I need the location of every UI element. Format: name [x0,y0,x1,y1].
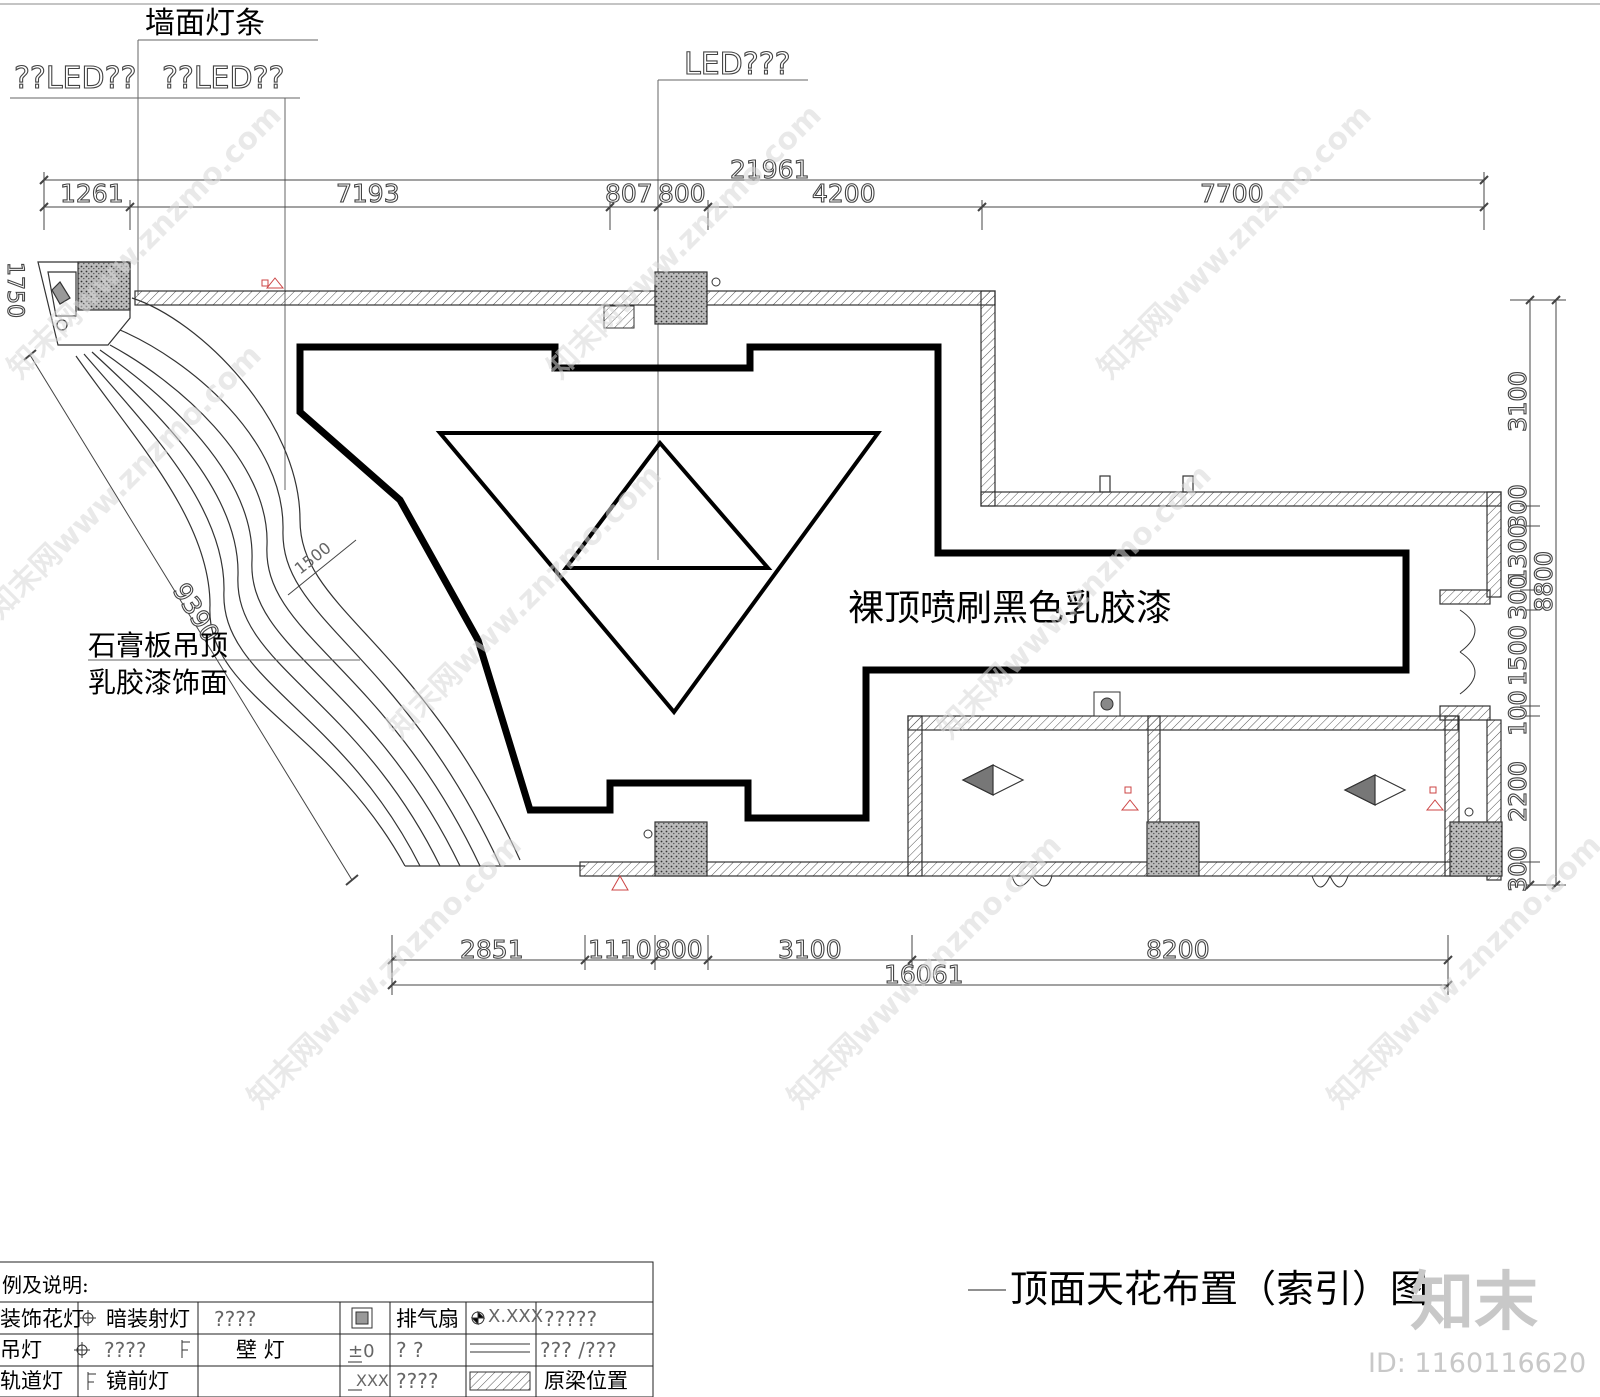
led-label-left: ??LED?? ??LED?? [10,60,300,490]
right-dim-6: 100 [1504,690,1532,736]
legend-r1-c6: ????? [544,1307,597,1331]
right-total-dimension: 8800 [1530,551,1558,612]
right-dim-1: 3100 [1504,371,1532,432]
legend-r2-c4: ±0 [348,1341,375,1362]
right-dim-3: 1300 [1504,523,1532,584]
svg-text:知末网www.znzmo.com: 知末网www.znzmo.com [0,338,269,626]
bottom-total-dimension: 16061 [884,960,964,989]
legend-r2-c3: 壁 灯 [236,1338,285,1362]
legend-r3-c4: XXX [356,1371,389,1390]
bottom-dimension-chain [387,935,1453,995]
legend-r3-c1: 轨道灯 [0,1369,63,1393]
wall-light-symbols [261,277,1445,891]
right-dim-8: 300 [1504,846,1532,892]
side-dimension-fragment: 1750 [2,262,27,318]
legend-r2-c6: ??? /??? [540,1338,617,1362]
ceiling-fixtures [961,764,1407,806]
right-dimension-chain [1510,295,1566,890]
legend-r1-c3: ???? [214,1307,256,1331]
bottom-dim-3: 800 [655,935,703,964]
bottom-dim-5: 8200 [1146,935,1210,964]
exposed-ceiling-outline [296,343,1410,822]
wall-strip-leader: 墙面灯条 [137,6,318,295]
wall-outline [134,290,1502,881]
right-dim-5: 1500 [1504,625,1532,686]
led-label-top: LED??? [657,46,808,560]
gypsum-label-line2: 乳胶漆饰面 [88,666,228,699]
top-dim-6: 7700 [1200,179,1264,208]
top-dim-4: 800 [658,179,706,208]
legend-r1-c1: 装饰花灯 [0,1307,84,1331]
right-dim-4: 300 [1504,574,1532,620]
bottom-dim-1: 2851 [460,935,524,964]
legend-r2-c1: 吊灯 [0,1338,42,1362]
legend-r1-c2: 暗装射灯 [106,1307,190,1331]
svg-text:知末网www.znzmo.com: 知末网www.znzmo.com [241,828,529,1116]
gypsum-label-line1: 石膏板吊顶 [88,629,228,662]
right-dim-2: 300 [1504,484,1532,530]
legend-r3-c6: 原梁位置 [544,1369,628,1393]
large-triangle [435,431,882,716]
top-dim-1: 1261 [60,179,124,208]
legend-r2-c2: ???? [104,1338,146,1362]
svg-text:知末网www.znzmo.com: 知末网www.znzmo.com [381,458,669,746]
svg-text:知末网www.znzmo.com: 知末网www.znzmo.com [1091,98,1379,386]
exhaust-fan-symbol [603,277,721,329]
diagonal-dimension [23,349,359,886]
corner-element [37,261,131,346]
led-label-left-2: ??LED?? [162,61,284,96]
wall-strip-label: 墙面灯条 [145,6,265,41]
vent-symbol [1093,691,1121,717]
logo-watermark: 知末 [1410,1266,1538,1340]
top-dim-5: 4200 [812,179,876,208]
structural-columns [77,261,1503,877]
legend-r3-c5: ???? [396,1369,438,1393]
bottom-dim-4: 3100 [778,935,842,964]
top-dim-3: 807 [605,179,653,208]
right-dim-7: 2200 [1504,761,1532,822]
curved-gypsum-ceiling [75,297,585,867]
arc-width-dimension [287,539,357,596]
top-dim-2: 7193 [336,179,400,208]
arc-width-text: 1500 [291,538,335,578]
legend-table [0,1261,654,1397]
legend-header: 例及说明: [2,1273,89,1297]
legend-r1-c5: X.XXX [488,1306,543,1327]
top-total-dimension: 21961 [730,155,810,184]
legend-symbols [74,1307,531,1391]
doors [990,609,1476,888]
led-label-top-text: LED??? [684,47,791,82]
small-triangle [561,439,773,570]
main-ceiling-label: 裸顶喷刷黑色乳胶漆 [848,588,1172,629]
bottom-dim-2: 1110 [588,935,652,964]
led-label-left-1: ??LED?? [14,61,136,96]
legend-r3-c2: 镜前灯 [106,1369,169,1393]
legend-r1-c4: 排气扇 [396,1307,459,1331]
small-markers [643,807,1474,839]
top-dimension-chain [39,172,1489,230]
legend-r2-c5: ? ? [396,1338,424,1362]
id-watermark: ID: 1160116620 [1368,1348,1586,1379]
svg-text:知末网www.znzmo.com: 知末网www.znzmo.com [541,98,829,386]
drawing-title: 顶面天花布置（索引）图 [1010,1267,1428,1311]
